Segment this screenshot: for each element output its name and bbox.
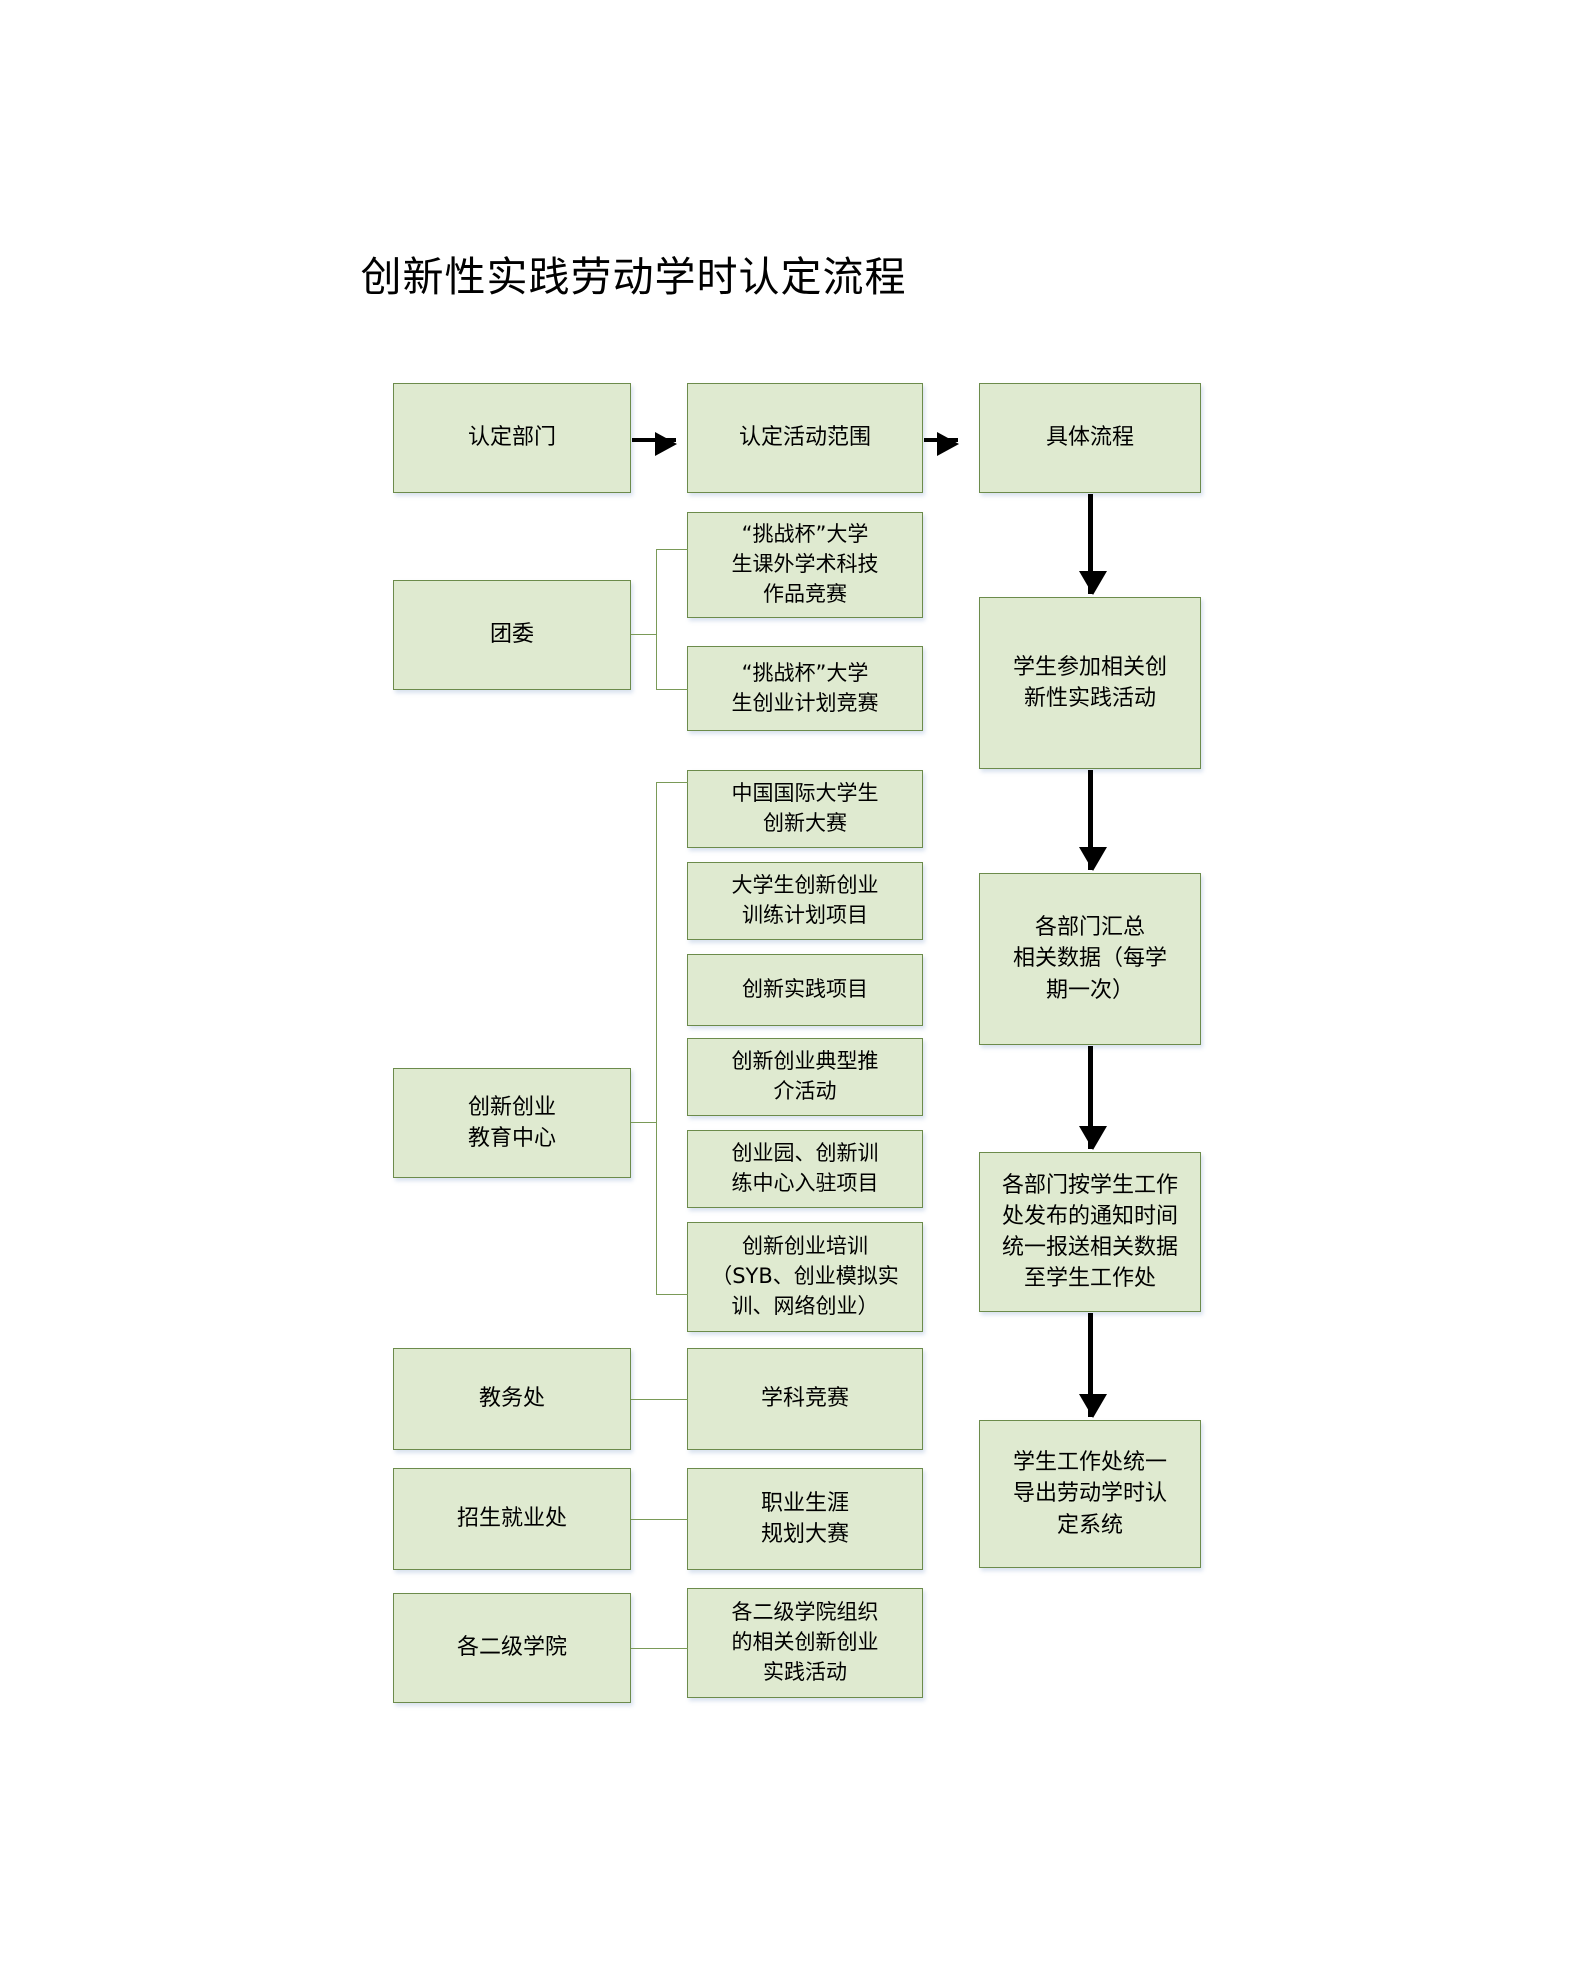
- process-node-export-labor-hours-system: 学生工作处统一 导出劳动学时认 定系统: [979, 1420, 1201, 1568]
- arrowhead-icon: [655, 432, 677, 456]
- page-title-text: 创新性实践劳动学时认定流程: [360, 253, 907, 301]
- arrow-aggregate-to-submit: [1079, 1046, 1107, 1150]
- activity-node-china-intl-innovation: 中国国际大学生 创新大赛: [687, 770, 923, 848]
- header-node-certifying-department: 认定部门: [393, 383, 631, 493]
- connector-tuanwei-branch-2: [656, 689, 688, 690]
- connector-academic-affairs: [631, 1399, 688, 1400]
- connector-center-branch-6: [656, 1294, 688, 1295]
- connector-secondary-colleges: [631, 1648, 688, 1649]
- activity-node-college-organized-activities: 各二级学院组织 的相关创新创业 实践活动: [687, 1588, 923, 1698]
- page-title: 创新性实践劳动学时认定流程: [0, 243, 1587, 303]
- process-node-department-aggregate: 各部门汇总 相关数据（每学 期一次）: [979, 873, 1201, 1045]
- activity-node-innovation-practice-project: 创新实践项目: [687, 954, 923, 1026]
- arrowhead-icon: [1079, 1126, 1107, 1150]
- connector-center-branch-1: [656, 782, 688, 783]
- activity-node-tiaozhanbei-chuangye: “挑战杯”大学 生创业计划竞赛: [687, 646, 923, 731]
- arrowhead-icon: [1079, 571, 1107, 595]
- department-node-admissions-employment: 招生就业处: [393, 1468, 631, 1570]
- arrowhead-icon: [1079, 1394, 1107, 1418]
- department-node-innovation-center: 创新创业 教育中心: [393, 1068, 631, 1178]
- activity-node-career-planning-contest: 职业生涯 规划大赛: [687, 1468, 923, 1570]
- arrowhead-icon: [1079, 847, 1107, 871]
- activity-node-undergrad-training-program: 大学生创新创业 训练计划项目: [687, 862, 923, 940]
- activity-node-typical-promotion: 创新创业典型推 介活动: [687, 1038, 923, 1116]
- arrow-participate-to-aggregate: [1079, 770, 1107, 871]
- connector-center-spine: [656, 782, 657, 1294]
- arrow-scope-to-process: [924, 432, 959, 456]
- department-node-tuanwei: 团委: [393, 580, 631, 690]
- connector-center-stem: [631, 1122, 656, 1123]
- header-node-process: 具体流程: [979, 383, 1201, 493]
- activity-node-discipline-competition: 学科竞赛: [687, 1348, 923, 1450]
- department-node-secondary-colleges: 各二级学院: [393, 1593, 631, 1703]
- department-node-academic-affairs: 教务处: [393, 1348, 631, 1450]
- connector-tuanwei-stem: [631, 634, 656, 635]
- activity-node-tiaozhanbei-keji: “挑战杯”大学 生课外学术科技 作品竞赛: [687, 512, 923, 618]
- arrow-submit-to-export: [1079, 1313, 1107, 1418]
- header-node-activity-scope: 认定活动范围: [687, 383, 923, 493]
- connector-tuanwei-branch-1: [656, 549, 688, 550]
- activity-node-park-entry-project: 创业园、创新训 练中心入驻项目: [687, 1130, 923, 1208]
- connector-admissions-employment: [631, 1519, 688, 1520]
- activity-node-entrepreneurship-training: 创新创业培训 （SYB、创业模拟实 训、网络创业）: [687, 1222, 923, 1332]
- arrow-process-to-participate: [1079, 494, 1107, 595]
- arrow-dept-to-scope: [632, 432, 677, 456]
- arrowhead-icon: [937, 432, 959, 456]
- process-node-student-participate: 学生参加相关创 新性实践活动: [979, 597, 1201, 769]
- connector-tuanwei-spine: [656, 549, 657, 689]
- process-node-submit-to-student-affairs: 各部门按学生工作 处发布的通知时间 统一报送相关数据 至学生工作处: [979, 1152, 1201, 1312]
